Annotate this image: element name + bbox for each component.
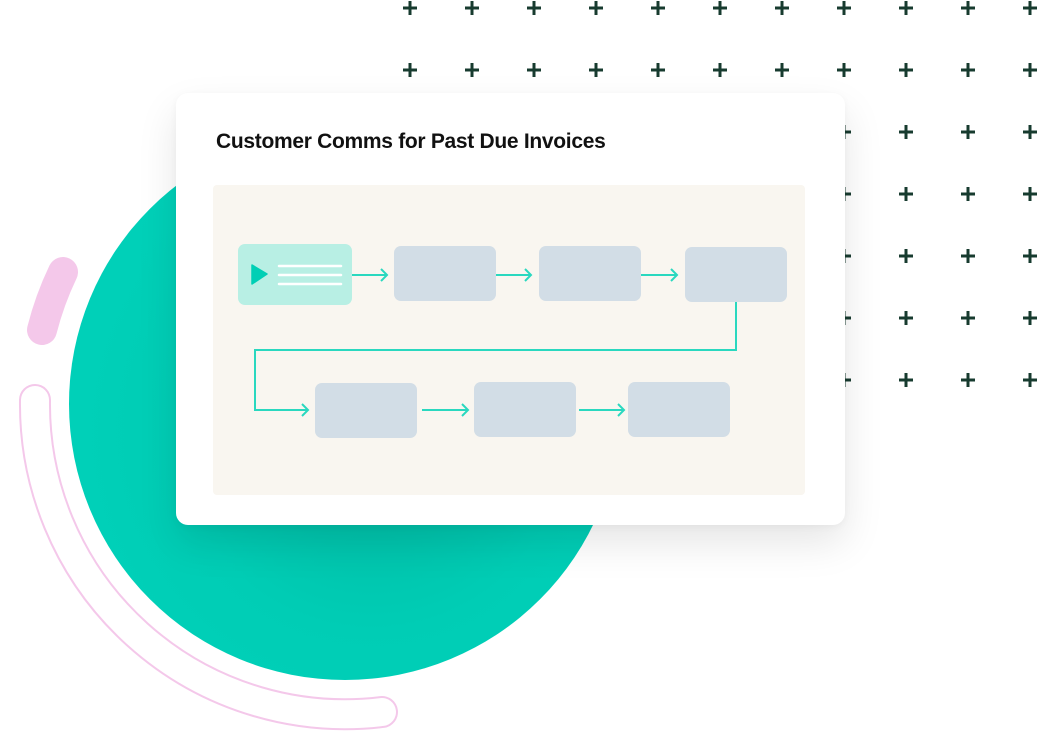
plus-icon [899,187,913,201]
connector-arrow [422,403,470,417]
connectors [254,268,737,417]
plus-icon [961,125,975,139]
plus-icon [899,373,913,387]
play-icon [251,264,268,285]
plus-icon [1023,63,1037,77]
plus-icon [527,1,541,15]
plus-icon [651,63,665,77]
card-title: Customer Comms for Past Due Invoices [216,130,606,153]
plus-icon [1023,1,1037,15]
plus-icon [589,63,603,77]
plus-icon [651,1,665,15]
step-node[interactable] [315,383,417,438]
connector-arrow [579,403,626,417]
plus-icon [465,1,479,15]
plus-icon [899,249,913,263]
plus-icon [403,1,417,15]
plus-icon [899,311,913,325]
plus-icon [465,63,479,77]
plus-icon [775,63,789,77]
step-node[interactable] [628,382,730,437]
plus-icon [899,63,913,77]
plus-icon [961,311,975,325]
step-node[interactable] [685,247,787,302]
plus-icon [961,373,975,387]
plus-icon [589,1,603,15]
pink-arc-segment [27,257,78,345]
plus-icon [961,1,975,15]
plus-icon [899,1,913,15]
workflow-canvas [213,185,805,495]
connector-arrow [352,268,389,282]
plus-icon [713,63,727,77]
pink-arc-inner [20,386,396,729]
step-node[interactable] [539,246,641,301]
connector-wrap-arrow [254,302,737,417]
connector-arrow [496,268,533,282]
text-lines-icon [277,264,343,286]
plus-icon [713,1,727,15]
plus-icon [1023,311,1037,325]
connector-arrow [641,268,679,282]
plus-icon [961,249,975,263]
step-node[interactable] [474,382,576,437]
plus-icon [1023,249,1037,263]
plus-icon [527,63,541,77]
plus-icon [899,125,913,139]
plus-icon [961,63,975,77]
plus-icon [775,1,789,15]
plus-icon [403,63,417,77]
plus-icon [1023,187,1037,201]
step-node[interactable] [394,246,496,301]
plus-icon [961,187,975,201]
plus-icon [837,63,851,77]
workflow-diagram [238,244,787,438]
plus-icon [837,1,851,15]
workflow-card: Customer Comms for Past Due Invoices [176,93,845,525]
plus-icon [1023,373,1037,387]
start-node[interactable] [238,244,352,305]
plus-icon [1023,125,1037,139]
